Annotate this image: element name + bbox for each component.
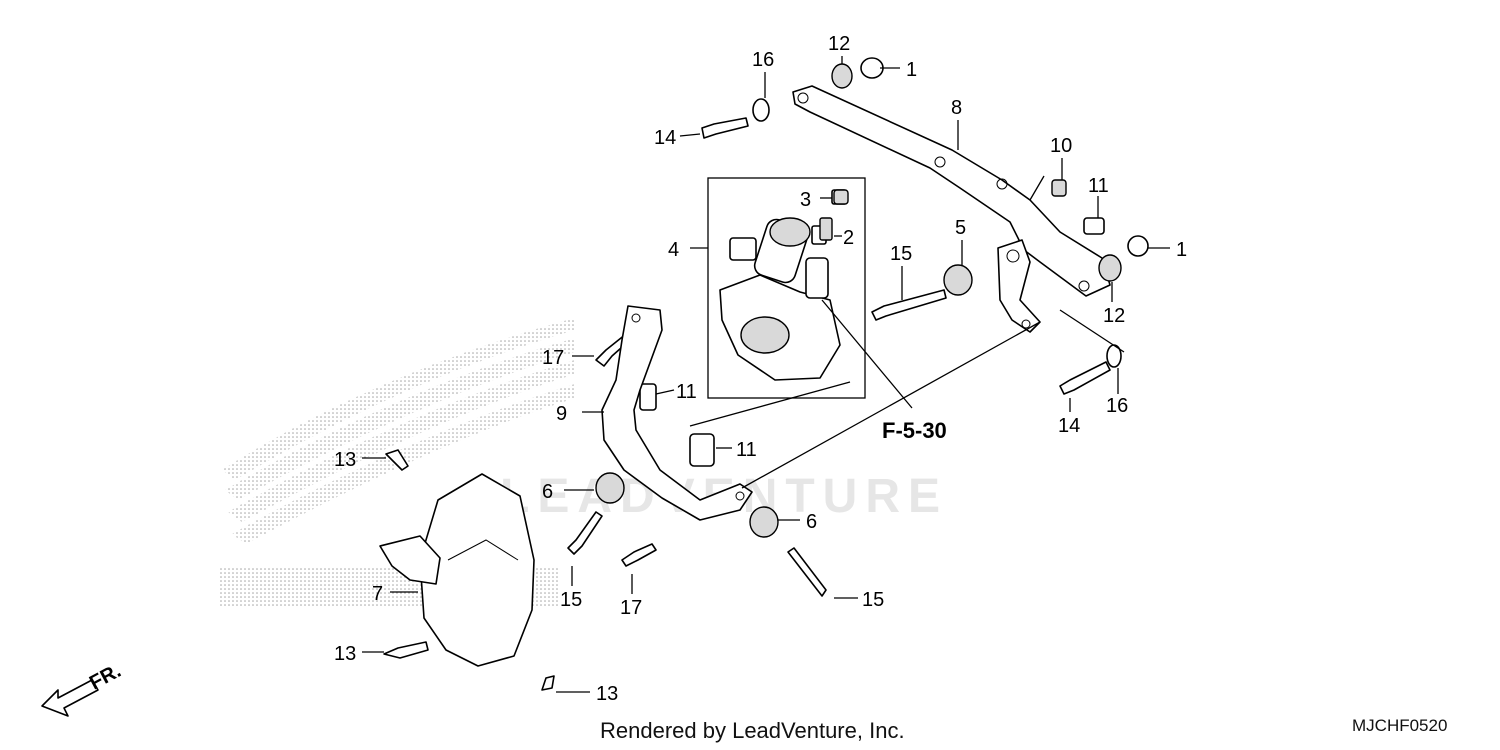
reference-label: F-5-30: [882, 418, 947, 443]
callout-16: 16: [752, 49, 774, 71]
callout-17: 17: [542, 347, 564, 369]
callout-7: 7: [372, 583, 383, 605]
callout-10: 10: [1050, 135, 1072, 157]
front-arrow-icon: FR.: [41, 660, 125, 717]
callout-12: 12: [1103, 305, 1125, 327]
callout-14: 14: [1058, 415, 1080, 437]
callout-11: 11: [676, 381, 697, 403]
callout-3: 3: [800, 189, 811, 211]
lower-cover-part: [379, 473, 535, 667]
callout-4: 4: [668, 239, 679, 261]
callout-1: 1: [1176, 239, 1187, 261]
callout-labels: 1 1 2 3 4 5 6 6 7 8 9 10 11 11 11 12 12 …: [334, 33, 1187, 705]
diagram-code: MJCHF0520: [1352, 716, 1448, 735]
callout-6: 6: [806, 511, 817, 533]
leader-lines: [362, 56, 1170, 693]
callout-9: 9: [556, 403, 567, 425]
callout-2: 2: [843, 227, 854, 249]
callout-14: 14: [654, 127, 676, 149]
callout-13: 13: [596, 683, 618, 705]
callout-15: 15: [862, 589, 884, 611]
callout-11: 11: [1088, 175, 1109, 197]
callout-15: 15: [890, 243, 912, 265]
upper-bracket-part: [792, 85, 1111, 333]
callout-16: 16: [1106, 395, 1128, 417]
callout-12: 12: [828, 33, 850, 55]
footer-credit: Rendered by LeadVenture, Inc.: [600, 718, 905, 743]
callout-13: 13: [334, 643, 356, 665]
callout-15: 15: [560, 589, 582, 611]
small-hardware: [383, 57, 1149, 691]
callout-11: 11: [736, 439, 757, 461]
callout-5: 5: [955, 217, 966, 239]
callout-13: 13: [334, 449, 356, 471]
callout-6: 6: [542, 481, 553, 503]
actuator-box: [707, 177, 866, 399]
lower-bracket-part: [601, 305, 753, 521]
callout-17: 17: [620, 597, 642, 619]
callout-1: 1: [906, 59, 917, 81]
callout-8: 8: [951, 97, 962, 119]
